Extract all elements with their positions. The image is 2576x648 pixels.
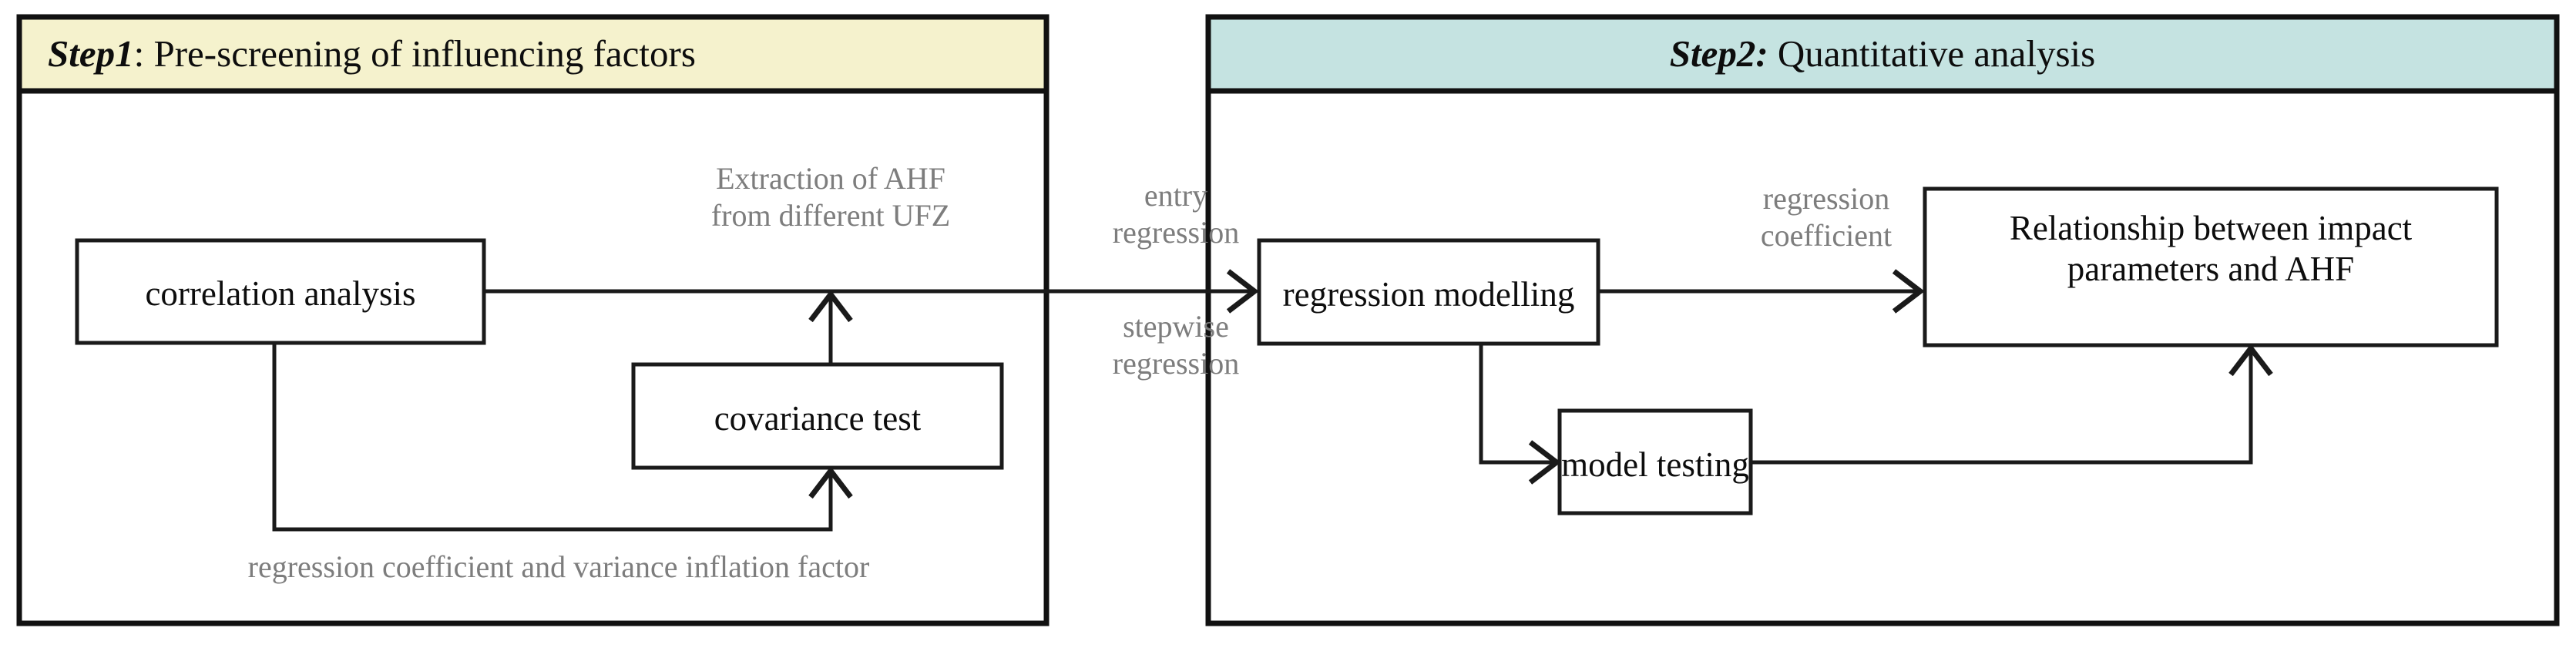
node-correlation-analysis-label: correlation analysis (145, 274, 416, 313)
note-vif-line1: regression coefficient and variance infl… (247, 549, 870, 584)
panel-step2-header-band (1205, 14, 2560, 94)
note-stepwise-regression: stepwise regression (1045, 308, 1307, 382)
note-regression-coefficient-line2: coefficient (1760, 218, 1893, 253)
panel-step2-title-rest: Quantitative analysis (1768, 32, 2096, 75)
panel-step2-title-key: Step2: (1669, 32, 1768, 75)
note-extraction-of-ahf: Extraction of AHF from different UFZ (599, 160, 1062, 234)
panel-step1-header-band (16, 14, 1050, 94)
note-stepwise-regression-line2: regression (1112, 346, 1240, 381)
arrowhead-into-covariance-test-bottom (808, 466, 853, 499)
node-covariance-test-box[interactable] (631, 362, 1004, 470)
node-regression-modelling-box[interactable] (1257, 238, 1600, 346)
note-vif: regression coefficient and variance infl… (85, 549, 1033, 586)
node-relationship-result-label: Relationship between impact parameters a… (1925, 208, 2497, 290)
note-stepwise-regression-line1: stepwise (1123, 309, 1229, 344)
arrowhead-into-relationship-bottom (2228, 344, 2273, 377)
panel-step1-title: Step1: Pre-screening of influencing fact… (48, 35, 696, 72)
arrowhead-into-regression-modelling (1226, 269, 1259, 314)
edge-model-testing-to-relationship (1751, 351, 2253, 465)
edge-correlation-to-covariance-test (272, 343, 833, 532)
arrowhead-into-model-testing (1528, 440, 1561, 485)
node-regression-modelling-label: regression modelling (1282, 275, 1575, 314)
edge-regression-modelling-to-model-testing (1479, 344, 1553, 465)
note-regression-coefficient-line1: regression (1762, 181, 1890, 216)
node-relationship-result-box[interactable] (1923, 186, 2499, 348)
arrowhead-into-relationship-left (1892, 269, 1925, 314)
node-model-testing-label: model testing (1561, 445, 1749, 484)
note-extraction-of-ahf-line2: from different UFZ (710, 198, 951, 233)
note-entry-regression-line2: regression (1112, 215, 1240, 250)
note-entry-regression: entry regression (1045, 177, 1307, 251)
node-covariance-test-label: covariance test (714, 399, 922, 438)
note-entry-regression-line1: entry (1144, 178, 1208, 213)
arrowhead-into-main-flow (808, 290, 853, 323)
node-relationship-result-label-line2: parameters and AHF (2067, 250, 2355, 289)
panel-step1-title-key: Step1 (48, 32, 134, 75)
note-regression-coefficient: regression coefficient (1688, 180, 1965, 254)
note-extraction-of-ahf-line1: Extraction of AHF (716, 161, 945, 196)
node-relationship-result-label-line1: Relationship between impact (2009, 209, 2413, 247)
panel-step2-title: Step2: Quantitative analysis (1208, 35, 2557, 72)
panel-step1-title-rest: : Pre-screening of influencing factors (133, 32, 696, 75)
node-correlation-analysis-box[interactable] (75, 238, 486, 345)
